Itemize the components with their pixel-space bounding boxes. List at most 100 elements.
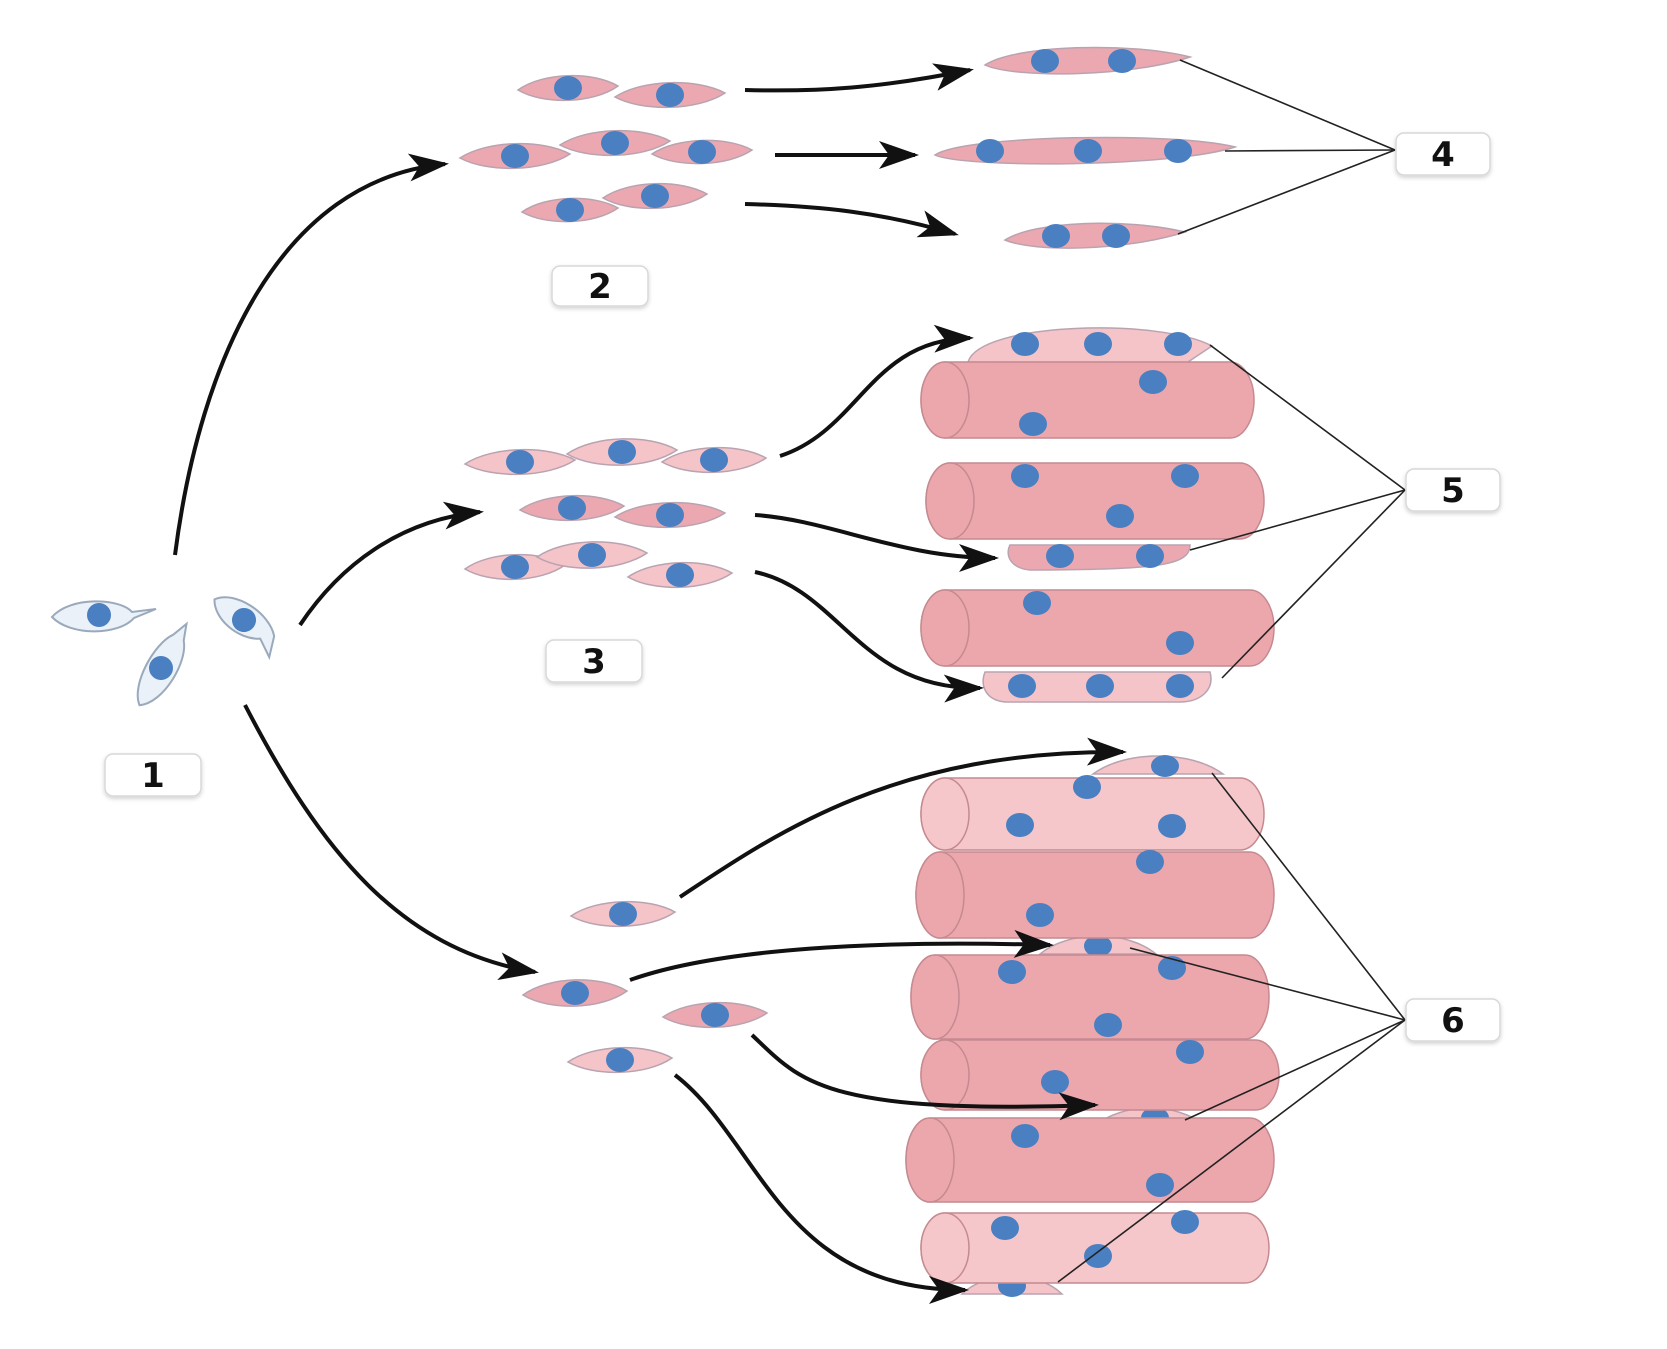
precursor-cell	[520, 197, 620, 223]
label-5: 5	[1405, 468, 1501, 512]
arrow-to-satellite-2	[629, 929, 1054, 982]
arrow-to-smooth-cell-1	[744, 63, 974, 93]
arrow-to-myotube-1	[779, 324, 974, 458]
nucleus	[501, 555, 529, 579]
nucleus	[1102, 224, 1130, 248]
nucleus	[1026, 903, 1054, 927]
precursor-cell	[626, 561, 734, 589]
precursor-cell	[521, 979, 629, 1007]
leader-line	[1184, 1019, 1406, 1121]
stem-cell	[213, 596, 276, 661]
nucleus	[558, 496, 586, 520]
nucleus	[1023, 591, 1051, 615]
muscle-fiber	[920, 775, 1265, 851]
arrows-layer	[629, 63, 1127, 1304]
precursor-cell	[518, 494, 626, 522]
label-text: 2	[588, 267, 612, 307]
arrow-to-smooth-precursors	[173, 153, 449, 556]
nucleus	[1164, 332, 1192, 356]
stem-cell-group	[50, 596, 276, 707]
smooth-muscle-cell	[933, 136, 1238, 165]
muscle-fiber	[920, 589, 1275, 667]
label-text: 6	[1441, 1001, 1465, 1041]
nucleus	[1136, 544, 1164, 568]
label-3: 3	[545, 639, 643, 683]
nucleus	[1011, 1124, 1039, 1148]
arrow-to-smooth-cell-3	[744, 202, 959, 238]
satellite-cell	[1090, 755, 1226, 777]
stem-cell	[136, 621, 188, 707]
nucleus	[1084, 332, 1112, 356]
nucleus	[1106, 504, 1134, 528]
label-6: 6	[1405, 998, 1501, 1042]
arrow-to-myotube-3	[754, 570, 984, 703]
nucleus	[1158, 814, 1186, 838]
nucleus	[1151, 755, 1179, 777]
arrow-to-cardiac-precursors	[298, 501, 484, 627]
nucleus	[578, 543, 606, 567]
precursor-cell	[458, 142, 572, 170]
nucleus	[1031, 49, 1059, 73]
satellite-cell	[1037, 935, 1159, 957]
nucleus	[1041, 1070, 1069, 1094]
nucleus	[1171, 1210, 1199, 1234]
nucleus	[998, 960, 1026, 984]
fibers-layer	[905, 361, 1280, 1284]
nucleus	[1158, 956, 1186, 980]
nucleus	[501, 144, 529, 168]
arrow-to-satellite-4	[673, 1073, 969, 1304]
nucleus	[1074, 139, 1102, 163]
muscle-fiber	[920, 1210, 1270, 1284]
nucleus	[556, 198, 584, 222]
muscle-fiber	[920, 1039, 1280, 1111]
muscle-fiber	[920, 361, 1255, 439]
nucleus	[1108, 49, 1136, 73]
nucleus	[609, 902, 637, 926]
myotube-cell	[966, 327, 1214, 365]
precursor-cell	[565, 438, 679, 466]
arrow-to-myotube-2	[754, 513, 999, 572]
nucleus	[1019, 412, 1047, 436]
arrow-to-satellite-1	[678, 737, 1127, 899]
precursor-cell	[660, 446, 768, 474]
smooth-muscle-cell	[983, 46, 1193, 75]
nucleus	[700, 448, 728, 472]
nucleus	[1139, 370, 1167, 394]
myotube-cell	[982, 671, 1212, 703]
nucleus	[1084, 935, 1112, 957]
nucleus	[688, 140, 716, 164]
precursor-cell	[569, 900, 677, 928]
arrow-to-satellite-3	[750, 1033, 1099, 1121]
arrow-to-skeletal-precursors	[243, 704, 539, 981]
nucleus	[1011, 464, 1039, 488]
leader-line	[1057, 1019, 1406, 1283]
nucleus	[1011, 332, 1039, 356]
muscle-fiber	[905, 1117, 1275, 1203]
precursor-cell	[613, 501, 727, 529]
nucleus	[991, 1216, 1019, 1240]
nucleus	[608, 440, 636, 464]
nucleus	[641, 184, 669, 208]
nucleus	[1166, 674, 1194, 698]
nucleus	[601, 131, 629, 155]
nucleus	[701, 1003, 729, 1027]
label-text: 3	[582, 642, 606, 682]
smooth-muscle-cell	[1003, 222, 1188, 249]
nucleus	[1176, 1040, 1204, 1064]
nucleus	[1008, 674, 1036, 698]
nucleus	[1073, 775, 1101, 799]
nucleus	[561, 981, 589, 1005]
nucleus	[506, 450, 534, 474]
leader-line	[1177, 149, 1396, 235]
leader-line	[1189, 489, 1406, 551]
nucleus	[1166, 631, 1194, 655]
precursor-cell	[463, 448, 577, 476]
precursor-cell	[650, 139, 754, 165]
precursor-cell	[558, 129, 672, 157]
label-text: 4	[1431, 135, 1455, 175]
nucleus	[1086, 674, 1114, 698]
nucleus	[656, 83, 684, 107]
precursor-cell	[601, 182, 709, 210]
